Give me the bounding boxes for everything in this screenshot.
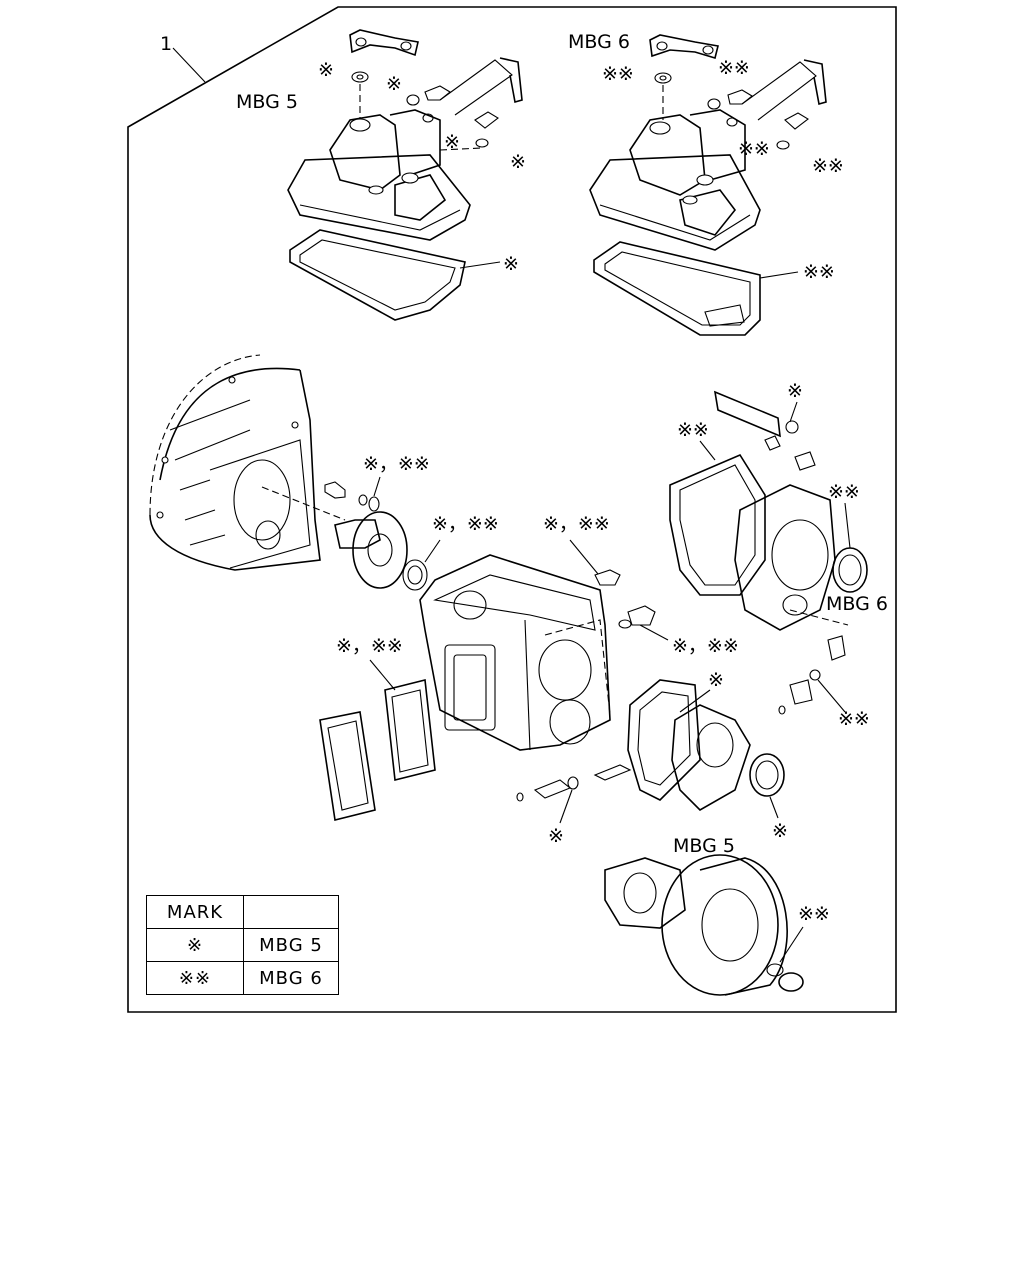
callout-pto-gasket: ※ [708, 669, 724, 691]
callout-pto-seal: ※ [772, 820, 788, 842]
callout-top-right-gasket: ※※ [803, 261, 835, 283]
callout-side-cover-gasket: ※，※※ [336, 635, 403, 657]
callout-top-left-washer: ※ [318, 59, 334, 81]
side-plug-washer [618, 619, 632, 629]
legend-mark: ※ [146, 928, 244, 962]
callout-top-right-sensor: ※※ [718, 57, 750, 79]
item-leader [172, 47, 206, 83]
callout-flange-nut: ※※ [798, 903, 830, 925]
label-mbg5-top: MBG 5 [236, 91, 298, 113]
leader-pto-gasket [679, 689, 711, 713]
mark-legend-table: MARK ※ MBG 5 ※※ MBG 6 [146, 895, 339, 995]
leader-pto-seal [769, 796, 779, 819]
label-mbg5-bottom: MBG 5 [673, 835, 735, 857]
callout-top-right-washer: ※※ [602, 63, 634, 85]
callout-rear-oring: ※※ [838, 708, 870, 730]
callout-front-seal: ※，※※ [432, 513, 499, 535]
callout-pto-oring: ※ [548, 825, 564, 847]
legend-header-row: MARK [146, 895, 339, 929]
callout-top-left-oring: ※ [444, 131, 460, 153]
legend-model: MBG 6 [243, 961, 339, 995]
leader-side-cover [369, 659, 396, 691]
leader-pto-oring [559, 789, 573, 824]
kit-frame [127, 6, 897, 1013]
shift-cover-mbg5 [287, 29, 523, 321]
label-mbg6-right: MBG 6 [826, 593, 888, 615]
legend-header-mark: MARK [146, 895, 244, 929]
leader-flange-nut [779, 926, 804, 963]
bell-housing [149, 354, 408, 589]
leader-bellhousing [373, 476, 381, 497]
leader-rear-gasket [699, 440, 716, 461]
legend-model: MBG 5 [243, 928, 339, 962]
legend-header-blank [243, 895, 339, 929]
callout-rear-gasket: ※※ [677, 419, 709, 441]
pto-housing [516, 679, 785, 811]
callout-top-plug: ※，※※ [543, 513, 610, 535]
rear-housing [669, 390, 868, 715]
leader-rear-oring [817, 679, 846, 713]
callout-top-left-bolt: ※ [510, 151, 526, 173]
legend-mark: ※※ [146, 961, 244, 995]
callout-side-plug: ※，※※ [672, 635, 739, 657]
callout-top-left-gasket: ※ [503, 253, 519, 275]
side-cover-gaskets [319, 679, 436, 821]
transmission-case [402, 554, 611, 751]
leader-rear-pin [789, 401, 798, 423]
shift-cover-mbg6 [589, 34, 827, 336]
callout-top-right-oring: ※※ [738, 138, 770, 160]
leader-rear-seal [844, 502, 851, 549]
item-number: 1 [160, 33, 172, 55]
callout-rear-pin: ※ [787, 380, 803, 402]
label-mbg6-top: MBG 6 [568, 31, 630, 53]
callout-top-right-bolt: ※※ [812, 155, 844, 177]
callout-rear-seal: ※※ [828, 481, 860, 503]
leader-top-plug [569, 539, 599, 575]
callout-top-left-sensor: ※ [386, 73, 402, 95]
leader-side-plug [639, 624, 669, 641]
output-flange [604, 854, 804, 996]
top-plug [594, 569, 621, 586]
legend-row: ※※ MBG 6 [146, 961, 339, 995]
side-plug [627, 605, 656, 626]
leader-front-seal [424, 539, 441, 563]
legend-row: ※ MBG 5 [146, 928, 339, 962]
callout-bellhousing-parts: ※，※※ [363, 453, 430, 475]
